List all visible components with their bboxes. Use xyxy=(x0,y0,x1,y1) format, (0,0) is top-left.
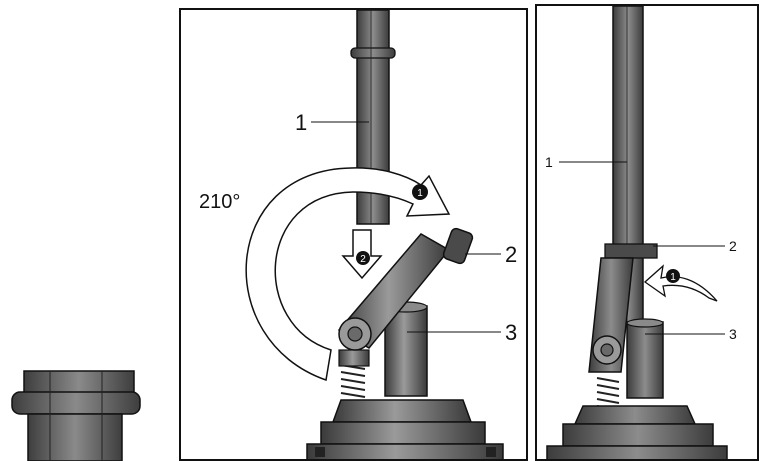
callout-label-1: 1 xyxy=(295,110,307,135)
diagram-panel-right: 1 1 2 3 xyxy=(535,4,759,461)
callout-label-1: 1 xyxy=(545,154,553,170)
detail-drawing xyxy=(11,370,141,461)
angle-label: 210° xyxy=(199,191,240,213)
base-part-3 xyxy=(546,318,728,459)
step-marker-1-label: 1 xyxy=(417,188,423,199)
middle-drawing: 1 2 1 2 3 210° xyxy=(199,10,517,459)
curved-arrow xyxy=(643,264,718,302)
callout-label-3: 3 xyxy=(729,326,737,342)
diagram-panel-middle: 1 2 1 2 3 210° xyxy=(179,8,528,461)
right-drawing: 1 1 2 3 xyxy=(545,6,737,459)
detail-panel-left xyxy=(0,0,175,461)
step-marker-1-label: 1 xyxy=(670,272,676,283)
hex-nut-detail xyxy=(11,370,141,461)
callout-label-2: 2 xyxy=(505,242,517,267)
rotation-arrow xyxy=(245,167,451,382)
step-marker-1: 1 xyxy=(666,269,680,283)
step-marker-1: 1 xyxy=(412,184,428,200)
callout-label-3: 3 xyxy=(505,320,517,345)
base-part-3 xyxy=(306,301,504,459)
callout-label-2: 2 xyxy=(729,238,737,254)
step-marker-2: 2 xyxy=(356,251,370,265)
lever-part-2 xyxy=(588,243,658,373)
step-marker-2-label: 2 xyxy=(360,254,366,265)
lever-part-2 xyxy=(337,227,474,351)
